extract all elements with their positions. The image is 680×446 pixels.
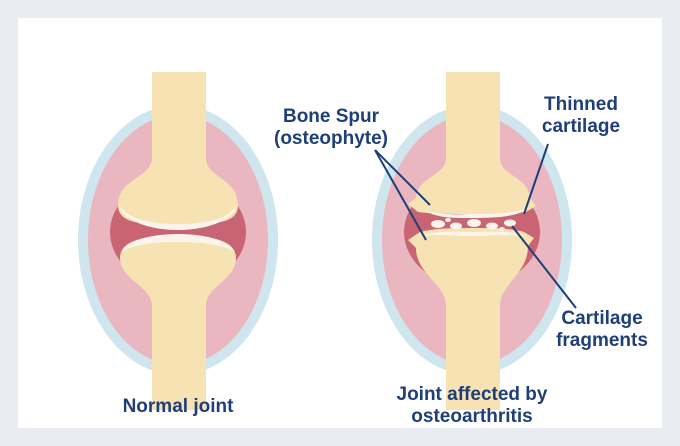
normal-joint-illustration — [78, 72, 278, 410]
cartilage-fragments-label-line1: Cartilage — [540, 308, 664, 330]
bone-spur-label-line2: (osteophyte) — [258, 128, 404, 150]
thinned-cartilage-label-line1: Thinned — [526, 94, 636, 116]
bone-spur-label-line1: Bone Spur — [258, 106, 404, 128]
thinned-cartilage-label-line2: cartilage — [526, 116, 636, 138]
cartilage-fragments-label: Cartilage fragments — [540, 308, 664, 352]
normal-joint-label: Normal joint — [98, 396, 258, 418]
cartilage-fragments-label-line2: fragments — [540, 330, 664, 352]
affected-joint-label-line1: Joint affected by — [372, 384, 572, 406]
affected-joint-label-line2: osteoarthritis — [372, 406, 572, 428]
bone-spur-label: Bone Spur (osteophyte) — [258, 106, 404, 150]
affected-joint-label: Joint affected by osteoarthritis — [372, 384, 572, 428]
thinned-cartilage-label: Thinned cartilage — [526, 94, 636, 138]
